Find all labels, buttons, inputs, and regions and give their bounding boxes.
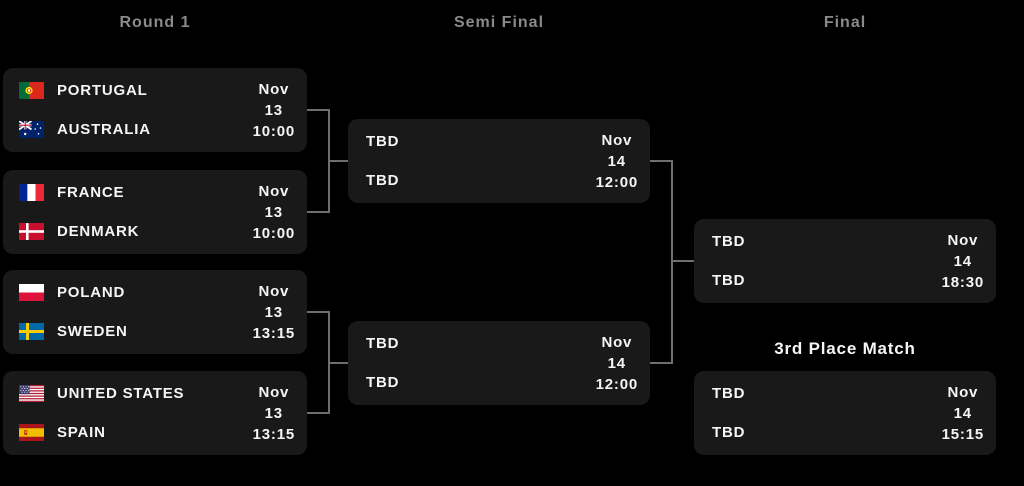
match-day: 13 [264, 203, 283, 221]
team-row: SPAIN [19, 424, 184, 442]
match-day: 13 [264, 404, 283, 422]
team-row: TBD [712, 272, 745, 290]
team-name: PORTUGAL [57, 82, 148, 99]
team-row: TBD [712, 385, 745, 403]
team-name: TBD [366, 374, 400, 391]
bracket-connector-line [307, 311, 330, 313]
team-row: TBD [366, 374, 399, 392]
bracket-connector-line [307, 412, 330, 414]
spain-flag-icon [19, 424, 44, 441]
match-time: 13:15 [252, 425, 295, 443]
team-name: DENMARK [57, 223, 140, 240]
portugal-flag-icon [19, 82, 44, 99]
bracket-connector-line [650, 362, 673, 364]
match-schedule: Nov 13 10:00 [253, 181, 295, 244]
match-card-final[interactable]: TBD TBD Nov 14 18:30 [694, 219, 996, 303]
match-month: Nov [258, 383, 290, 401]
team-row: TBD [712, 233, 745, 251]
team-name: TBD [712, 233, 746, 250]
bracket-connector-line [307, 109, 330, 111]
match-schedule: Nov 14 12:00 [596, 332, 638, 395]
match-day: 14 [607, 152, 626, 170]
match-card-round1-2[interactable]: FRANCE DENMARK Nov 13 10:00 [3, 170, 307, 254]
match-month: Nov [947, 231, 979, 249]
team-name: TBD [712, 424, 746, 441]
match-day: 14 [953, 252, 972, 270]
team-name: FRANCE [57, 184, 125, 201]
match-month: Nov [947, 383, 979, 401]
match-month: Nov [258, 282, 290, 300]
column-header-final: Final [823, 14, 867, 31]
match-card-semifinal-2[interactable]: TBD TBD Nov 14 12:00 [348, 321, 650, 405]
team-name: SWEDEN [57, 323, 128, 340]
team-name: TBD [712, 272, 746, 289]
match-time: 13:15 [252, 324, 295, 342]
team-row: UNITED STATES [19, 385, 184, 403]
team-name: AUSTRALIA [57, 121, 151, 138]
team-row: POLAND [19, 284, 128, 302]
match-card-semifinal-1[interactable]: TBD TBD Nov 14 12:00 [348, 119, 650, 203]
team-row: TBD [712, 424, 745, 442]
bracket-connector-line [330, 160, 348, 162]
third-place-heading: 3rd Place Match [774, 339, 916, 358]
bracket-connector-line [328, 109, 330, 213]
bracket-connector-line [673, 260, 694, 262]
team-row: TBD [366, 335, 399, 353]
match-schedule: Nov 14 12:00 [596, 130, 638, 193]
match-day: 14 [953, 404, 972, 422]
team-row: DENMARK [19, 223, 139, 241]
poland-flag-icon [19, 284, 44, 301]
match-day: 13 [264, 303, 283, 321]
team-name: TBD [712, 385, 746, 402]
team-row: FRANCE [19, 184, 139, 202]
bracket-connector-line [330, 362, 348, 364]
australia-flag-icon [19, 121, 44, 138]
match-day: 14 [607, 354, 626, 372]
team-row: AUSTRALIA [19, 121, 151, 139]
match-time: 18:30 [941, 273, 984, 291]
bracket-connector-line [307, 211, 330, 213]
match-schedule: Nov 13 13:15 [253, 281, 295, 344]
match-schedule: Nov 13 10:00 [253, 79, 295, 142]
france-flag-icon [19, 184, 44, 201]
column-header-round1: Round 1 [119, 14, 191, 31]
team-name: SPAIN [57, 424, 106, 441]
usa-flag-icon [19, 385, 44, 402]
match-month: Nov [258, 182, 290, 200]
match-card-round1-4[interactable]: UNITED STATES SPAIN Nov 13 13:15 [3, 371, 307, 455]
team-name: TBD [366, 133, 400, 150]
match-card-round1-3[interactable]: POLAND SWEDEN Nov 13 13:15 [3, 270, 307, 354]
bracket-connector-line [328, 311, 330, 414]
match-time: 10:00 [252, 224, 295, 242]
team-name: TBD [366, 335, 400, 352]
match-time: 15:15 [941, 425, 984, 443]
team-name: UNITED STATES [57, 385, 185, 402]
match-card-third-place[interactable]: TBD TBD Nov 14 15:15 [694, 371, 996, 455]
match-day: 13 [264, 101, 283, 119]
match-schedule: Nov 13 13:15 [253, 382, 295, 445]
match-card-round1-1[interactable]: PORTUGAL AUSTRALIA Nov 13 10:00 [3, 68, 307, 152]
bracket-connector-line [650, 160, 673, 162]
team-name: POLAND [57, 284, 126, 301]
match-time: 10:00 [252, 122, 295, 140]
team-row: PORTUGAL [19, 82, 151, 100]
bracket-connector-line [671, 160, 673, 364]
team-row: TBD [366, 133, 399, 151]
match-month: Nov [601, 333, 633, 351]
match-time: 12:00 [595, 173, 638, 191]
match-time: 12:00 [595, 375, 638, 393]
team-row: TBD [366, 172, 399, 190]
match-month: Nov [258, 80, 290, 98]
team-name: TBD [366, 172, 400, 189]
match-month: Nov [601, 131, 633, 149]
column-header-semifinal: Semi Final [453, 14, 545, 31]
team-row: SWEDEN [19, 323, 128, 341]
match-schedule: Nov 14 15:15 [942, 382, 984, 445]
denmark-flag-icon [19, 223, 44, 240]
sweden-flag-icon [19, 323, 44, 340]
match-schedule: Nov 14 18:30 [942, 230, 984, 293]
